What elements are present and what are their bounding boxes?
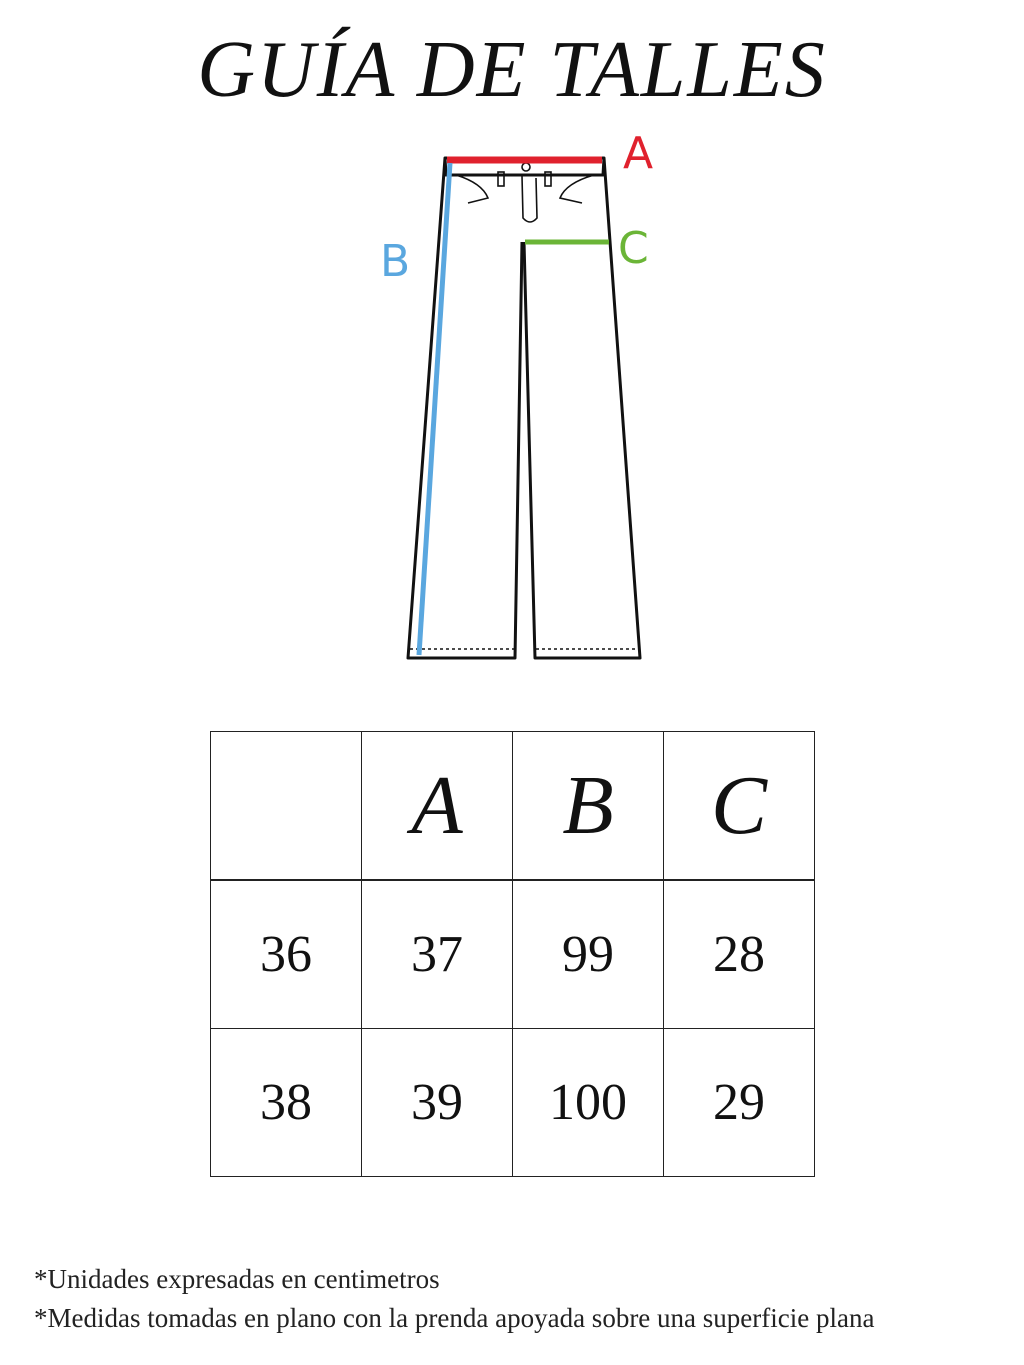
measure-c-cell: 29 <box>663 1028 815 1177</box>
pants-details <box>410 162 638 650</box>
right-pocket <box>558 174 595 204</box>
header-cell-empty <box>210 731 362 881</box>
note-measurement-method: *Medidas tomadas en plano con la prenda … <box>34 1303 875 1333</box>
pants-right-leg <box>522 157 642 660</box>
fly-stitch <box>521 175 538 223</box>
size-cell: 36 <box>210 879 362 1029</box>
header-cell-a: A <box>361 731 513 881</box>
measure-a-cell: 39 <box>361 1028 513 1177</box>
table-row: 36 37 99 28 <box>210 879 815 1029</box>
page-title: GUÍA DE TALLES <box>197 26 827 114</box>
header-cell-c: C <box>663 731 815 881</box>
pants-diagram <box>406 156 642 660</box>
measure-b-cell: 100 <box>512 1028 664 1177</box>
header-cell-b: B <box>512 731 664 881</box>
button <box>521 162 531 172</box>
table-row: 38 39 100 29 <box>210 1028 815 1177</box>
pants-outline <box>406 156 642 660</box>
measure-b-cell: 99 <box>512 879 664 1029</box>
size-table: A B C 36 37 99 28 38 39 100 29 <box>210 731 815 1177</box>
table-header-row: A B C <box>210 731 815 881</box>
note-units: *Unidades expresadas en centimetros <box>34 1264 440 1294</box>
belt-loop-right <box>544 171 552 187</box>
measure-c-cell: 28 <box>663 879 815 1029</box>
measure-a-cell: 37 <box>361 879 513 1029</box>
measure-label-c: C <box>618 223 649 274</box>
belt-loop-left <box>497 171 505 187</box>
measure-label-a: A <box>623 128 654 179</box>
size-cell: 38 <box>210 1028 362 1177</box>
measure-line-b <box>416 162 453 656</box>
left-pocket <box>455 174 490 204</box>
pants-left-leg <box>406 157 524 660</box>
measure-label-b: B <box>380 236 411 287</box>
